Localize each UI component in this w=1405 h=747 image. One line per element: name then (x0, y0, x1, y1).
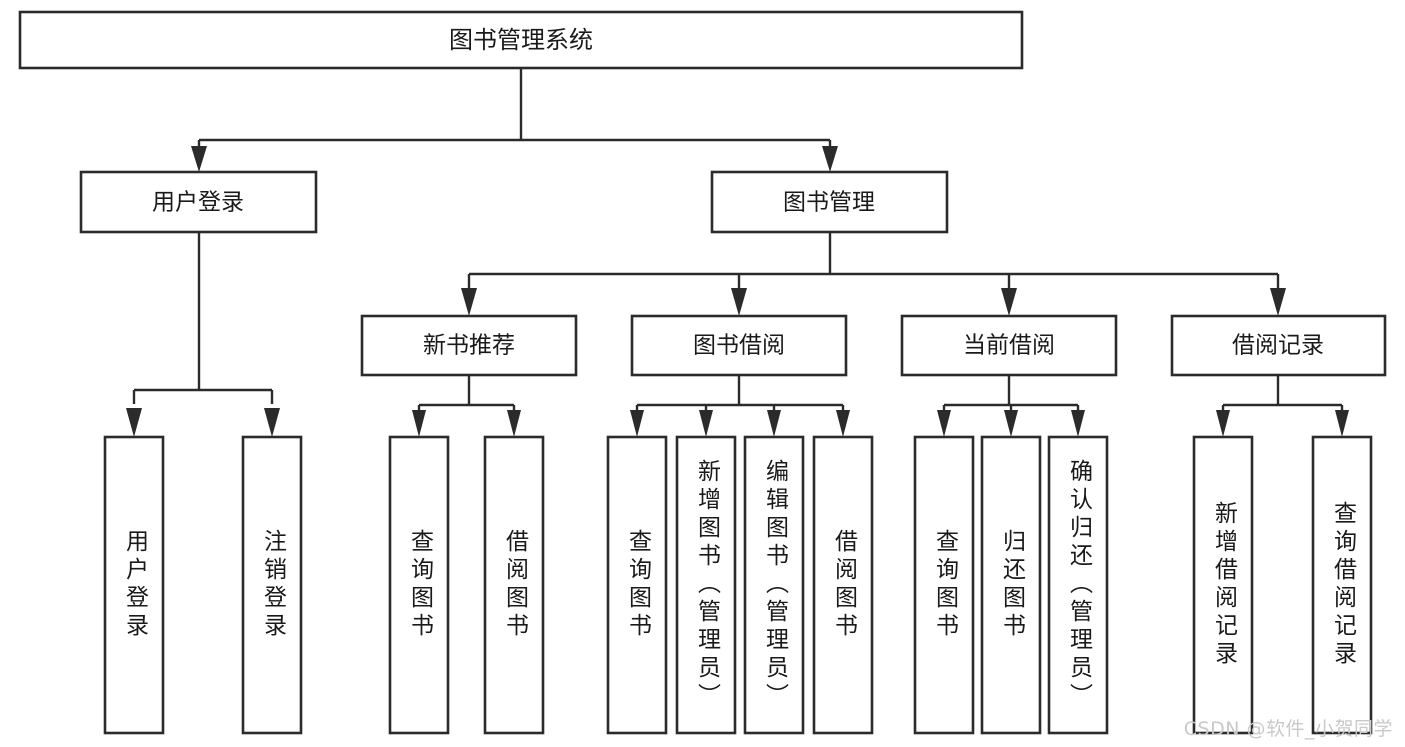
leaf-label: 查询图书 (407, 529, 435, 641)
node-label-new-book-recommend: 新书推荐 (423, 333, 515, 359)
arrow-head-icon (630, 410, 644, 437)
leaf-label: 借阅图书 (831, 529, 859, 641)
node-user-login[interactable]: 用户登录 (79, 170, 318, 234)
leaf-box[interactable] (103, 435, 165, 735)
edge-layer (126, 68, 1349, 437)
node-box-user-login[interactable] (79, 170, 318, 234)
arrow-head-icon (731, 288, 747, 316)
arrow-head-icon (191, 146, 207, 172)
leaf-label: 归还图书 (999, 529, 1027, 641)
node-current-borrow[interactable]: 当前借阅 (900, 314, 1118, 377)
leaf-label: 用户登录 (122, 529, 150, 641)
leaf-box[interactable] (241, 435, 303, 735)
arrow-head-icon (1071, 410, 1085, 437)
arrow-head-icon (699, 410, 713, 437)
arrow-head-icon (767, 410, 781, 437)
leaf-borrow-record-1[interactable]: 查询借阅记录 (1311, 435, 1373, 735)
leaf-current-borrow-1[interactable]: 归还图书 (980, 435, 1042, 735)
leaf-user-login-0[interactable]: 用户登录 (103, 435, 165, 735)
node-box-book-management[interactable] (710, 170, 949, 234)
node-label-book-borrow: 图书借阅 (693, 333, 785, 359)
node-book-borrow[interactable]: 图书借阅 (630, 314, 848, 377)
leaf-book-borrow-3[interactable]: 借阅图书 (812, 435, 874, 735)
arrow-head-icon (836, 410, 850, 437)
leaf-book-borrow-0[interactable]: 查询图书 (606, 435, 668, 735)
leaf-box[interactable] (812, 435, 874, 735)
leaf-label: 查询借阅记录 (1330, 501, 1358, 669)
node-label-borrow-record: 借阅记录 (1232, 333, 1324, 359)
leaf-borrow-record-0[interactable]: 新增借阅记录 (1192, 435, 1254, 735)
node-box-root[interactable] (18, 10, 1024, 70)
leaf-label: 查询图书 (932, 529, 960, 641)
arrow-head-icon (461, 288, 477, 316)
leaf-box[interactable] (1192, 435, 1254, 735)
arrow-head-icon (1216, 410, 1230, 437)
leaf-user-login-1[interactable]: 注销登录 (241, 435, 303, 735)
leaf-label: 确认归还（管理员） (1066, 459, 1094, 711)
node-box-current-borrow[interactable] (900, 314, 1118, 377)
leaf-box[interactable] (980, 435, 1042, 735)
arrow-head-icon (1335, 410, 1349, 437)
leaf-new-book-recommend-1[interactable]: 借阅图书 (483, 435, 545, 735)
node-book-management[interactable]: 图书管理 (710, 170, 949, 234)
leaf-box[interactable] (675, 435, 737, 735)
node-borrow-record[interactable]: 借阅记录 (1170, 314, 1387, 377)
leaf-new-book-recommend-0[interactable]: 查询图书 (388, 435, 450, 735)
leaf-label: 借阅图书 (502, 529, 530, 641)
leaf-box[interactable] (1047, 435, 1109, 735)
leaf-box[interactable] (913, 435, 975, 735)
node-box-new-book-recommend[interactable] (360, 314, 578, 377)
leaf-label: 新增借阅记录 (1211, 501, 1239, 669)
arrow-head-icon (937, 410, 951, 437)
node-root-system[interactable]: 图书管理系统 (18, 10, 1024, 70)
leaf-box[interactable] (483, 435, 545, 735)
arrow-head-icon (1004, 410, 1018, 437)
arrow-head-icon (1270, 288, 1286, 316)
leaf-label: 编辑图书（管理员） (762, 459, 790, 711)
arrow-head-icon (126, 408, 142, 437)
leaf-label: 查询图书 (625, 529, 653, 641)
leaf-box[interactable] (1311, 435, 1373, 735)
leaf-label: 新增图书（管理员） (694, 459, 722, 711)
csdn-watermark: CSDN @软件_小贺同学 (1183, 718, 1393, 740)
node-label-root: 图书管理系统 (449, 26, 593, 54)
leaf-current-borrow-2[interactable]: 确认归还（管理员） (1047, 435, 1109, 735)
node-box-book-borrow[interactable] (630, 314, 848, 377)
leaf-box[interactable] (743, 435, 805, 735)
arrow-head-icon (507, 410, 521, 437)
arrow-head-icon (264, 408, 280, 437)
node-label-book-management: 图书管理 (783, 190, 875, 216)
node-new-book-recommend[interactable]: 新书推荐 (360, 314, 578, 377)
leaf-box[interactable] (388, 435, 450, 735)
leaf-box[interactable] (606, 435, 668, 735)
leaf-book-borrow-1[interactable]: 新增图书（管理员） (675, 435, 737, 735)
node-box-borrow-record[interactable] (1170, 314, 1387, 377)
leaf-current-borrow-0[interactable]: 查询图书 (913, 435, 975, 735)
arrow-head-icon (1001, 288, 1017, 316)
node-label-current-borrow: 当前借阅 (963, 333, 1055, 359)
arrow-head-icon (822, 146, 838, 172)
node-label-user-login: 用户登录 (152, 190, 244, 216)
leaf-label: 注销登录 (260, 529, 288, 641)
leaf-book-borrow-2[interactable]: 编辑图书（管理员） (743, 435, 805, 735)
arrow-head-icon (412, 410, 426, 437)
